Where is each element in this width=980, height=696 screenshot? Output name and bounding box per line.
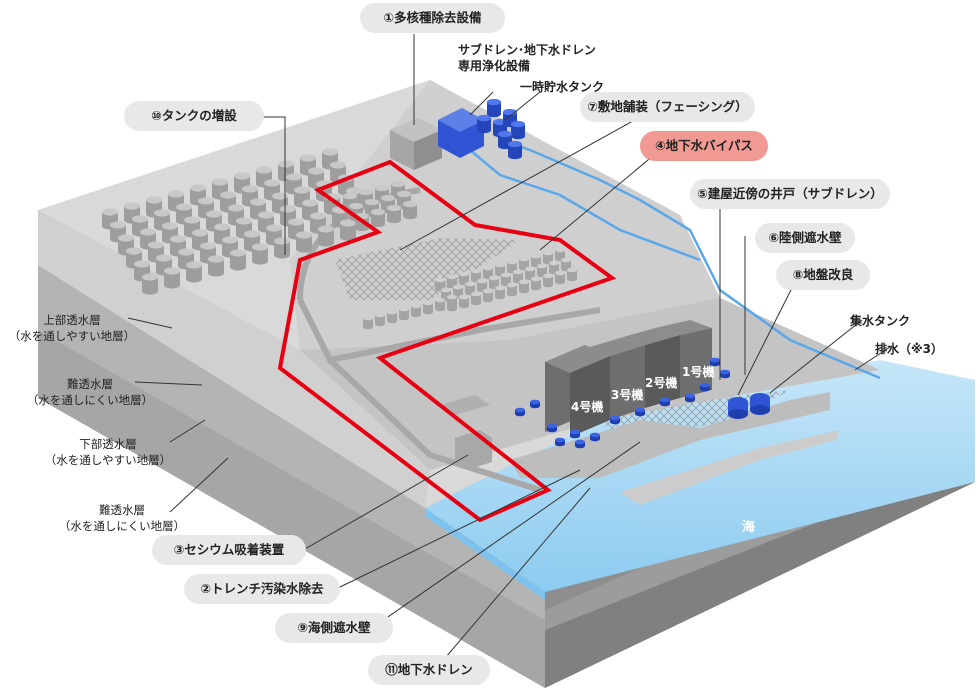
- bypass-tank: [519, 279, 529, 294]
- subdrain-well: [570, 429, 580, 439]
- temporary-tank: [487, 98, 501, 118]
- subdrain-well: [575, 439, 585, 449]
- bypass-tank: [507, 282, 517, 297]
- bypass-tank: [363, 315, 373, 330]
- bypass-tank: [531, 276, 541, 291]
- bypass-tank: [411, 303, 421, 318]
- water-pipeline: [469, 138, 881, 380]
- land-side-impermeable-wall: [277, 159, 617, 523]
- storage-tank: [142, 273, 158, 295]
- callout-land-wall: ⑥陸側遮水壁: [755, 223, 855, 253]
- subdrain-wells: [515, 357, 730, 449]
- unit-1-label: 1号機: [682, 365, 715, 379]
- callout-cesium: ③セシウム吸着装置: [152, 535, 306, 565]
- storage-tank: [164, 267, 180, 289]
- layer-lower-permeable: 下部透水層 （水を通しやすい地層）: [38, 436, 178, 468]
- storage-tank: [371, 208, 385, 228]
- unit-3-label: 3号機: [611, 388, 644, 402]
- storage-tanks: [102, 148, 577, 330]
- note-purification: サブドレン･地下水ドレン 専用浄化設備: [458, 42, 608, 74]
- callout-groundwater-drain: ⑪地下水ドレン: [368, 655, 490, 685]
- subdrain-well: [555, 437, 565, 447]
- bypass-tank: [471, 268, 481, 283]
- subdrain-well: [610, 415, 620, 425]
- bypass-tank: [483, 265, 493, 280]
- note-purification-line2: 専用浄化設備: [458, 59, 531, 73]
- paving-area: [335, 238, 520, 300]
- layer-impermeable-a-name: 難透水層: [67, 377, 113, 391]
- storage-tank: [403, 200, 417, 220]
- bypass-tank: [483, 288, 493, 303]
- temporary-tank: [511, 120, 525, 140]
- callout-tank-expansion: ⑩タンクの増設: [124, 101, 264, 131]
- collection-tanks: [728, 393, 770, 419]
- storage-tank: [340, 219, 356, 241]
- unit-4-label: 4号機: [571, 400, 604, 414]
- storage-tank: [274, 237, 290, 259]
- subdrain-well: [530, 399, 540, 409]
- subdrain-well: [660, 397, 670, 407]
- bypass-tank: [495, 285, 505, 300]
- callout-sea-wall: ⑨海側遮水壁: [275, 613, 393, 643]
- note-temp-tank: 一時貯水タンク: [520, 80, 605, 94]
- bypass-tank: [567, 267, 577, 282]
- note-purification-line1: サブドレン･地下水ドレン: [458, 43, 597, 57]
- subdrain-well: [590, 432, 600, 442]
- bypass-tank: [555, 270, 565, 285]
- callout-subdrain: ⑤建屋近傍の井戸（サブドレン）: [690, 179, 890, 209]
- subdrain-well: [720, 369, 730, 379]
- bypass-tank: [543, 273, 553, 288]
- layer-impermeable-a-desc: （水を通しにくい地層）: [26, 393, 154, 407]
- bypass-tank: [471, 291, 481, 306]
- reactor-buildings: [545, 320, 712, 437]
- note-collection-tank: 集水タンク: [850, 314, 911, 328]
- subdrain-well: [635, 407, 645, 417]
- bypass-tank: [459, 294, 469, 309]
- layer-impermeable-a: 難透水層 （水を通しにくい地層）: [20, 376, 160, 408]
- temporary-tanks: [477, 98, 525, 160]
- note-drainage: 排水（※3）: [875, 342, 944, 356]
- bypass-tank: [387, 309, 397, 324]
- layer-upper-permeable: 上部透水層 （水を通しやすい地層）: [2, 312, 142, 344]
- bypass-tank: [399, 306, 409, 321]
- subdrain-well: [547, 423, 557, 433]
- storage-tank: [186, 261, 202, 283]
- callout-groundwater-bypass: ④地下水バイパス: [640, 131, 768, 161]
- temporary-tank: [477, 114, 491, 134]
- temporary-tank: [508, 140, 522, 160]
- layer-impermeable-b-desc: （水を通しにくい地層）: [58, 519, 186, 533]
- storage-tank: [296, 231, 312, 253]
- layer-lower-permeable-desc: （水を通しやすい地層）: [44, 453, 172, 467]
- bypass-tank: [435, 297, 445, 312]
- purification-equipment: [438, 108, 484, 158]
- layer-upper-permeable-name: 上部透水層: [43, 313, 101, 327]
- subdrain-well: [700, 382, 710, 392]
- bypass-tank: [375, 312, 385, 327]
- subdrain-well: [515, 407, 525, 417]
- subdrain-well: [710, 357, 720, 367]
- callout-multi-nuclide: ①多核種除去設備: [360, 3, 505, 33]
- callout-ground-improvement: ⑧地盤改良: [776, 260, 870, 290]
- bypass-tank: [423, 300, 433, 315]
- callout-trench-removal-2: ②トレンチ汚染水除去: [184, 574, 340, 604]
- callout-paving: ⑦敷地舗装（フェーシング）: [580, 92, 755, 122]
- layer-lower-permeable-name: 下部透水層: [79, 437, 137, 451]
- layer-impermeable-b-name: 難透水層: [99, 503, 145, 517]
- subdrain-well: [685, 393, 695, 403]
- multi-nuclide-building: [390, 118, 442, 170]
- layer-impermeable-b: 難透水層 （水を通しにくい地層）: [52, 502, 192, 534]
- storage-tank: [387, 204, 401, 224]
- leader-lines: [127, 34, 891, 665]
- storage-tank: [230, 249, 246, 271]
- bypass-tank: [447, 294, 457, 309]
- sea-label: 海: [742, 520, 756, 535]
- layer-upper-permeable-desc: （水を通しやすい地層）: [8, 329, 136, 343]
- storage-tank: [318, 225, 334, 247]
- storage-tank: [252, 243, 268, 265]
- storage-tank: [208, 255, 224, 277]
- unit-2-label: 2号機: [645, 376, 678, 390]
